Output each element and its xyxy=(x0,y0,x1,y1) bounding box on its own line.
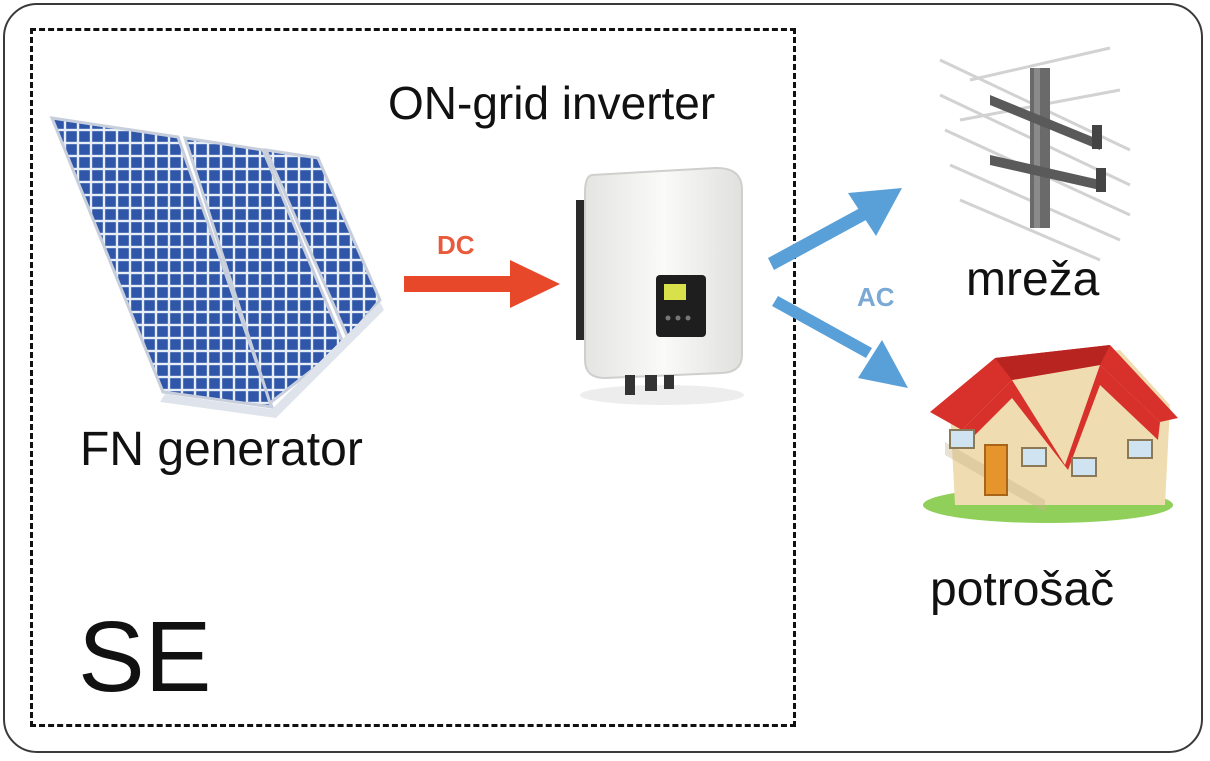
ac-arrow-to-consumer xyxy=(772,296,908,388)
dc-label: DC xyxy=(437,230,475,260)
se-boundary-box xyxy=(30,28,796,727)
system-label: SE xyxy=(78,601,212,713)
ac-arrow-to-grid xyxy=(768,188,902,270)
ac-label: AC xyxy=(857,282,895,312)
power-pole-icon xyxy=(939,46,1131,262)
grid-label: mreža xyxy=(966,253,1100,306)
inverter-label: ON-grid inverter xyxy=(388,77,716,129)
dc-arrow xyxy=(404,260,560,308)
generator-label: FN generator xyxy=(80,423,363,476)
solar-panel-icon xyxy=(49,116,384,418)
house-icon xyxy=(923,345,1178,523)
consumer-label: potrošač xyxy=(930,563,1115,616)
inverter-icon xyxy=(576,166,744,405)
